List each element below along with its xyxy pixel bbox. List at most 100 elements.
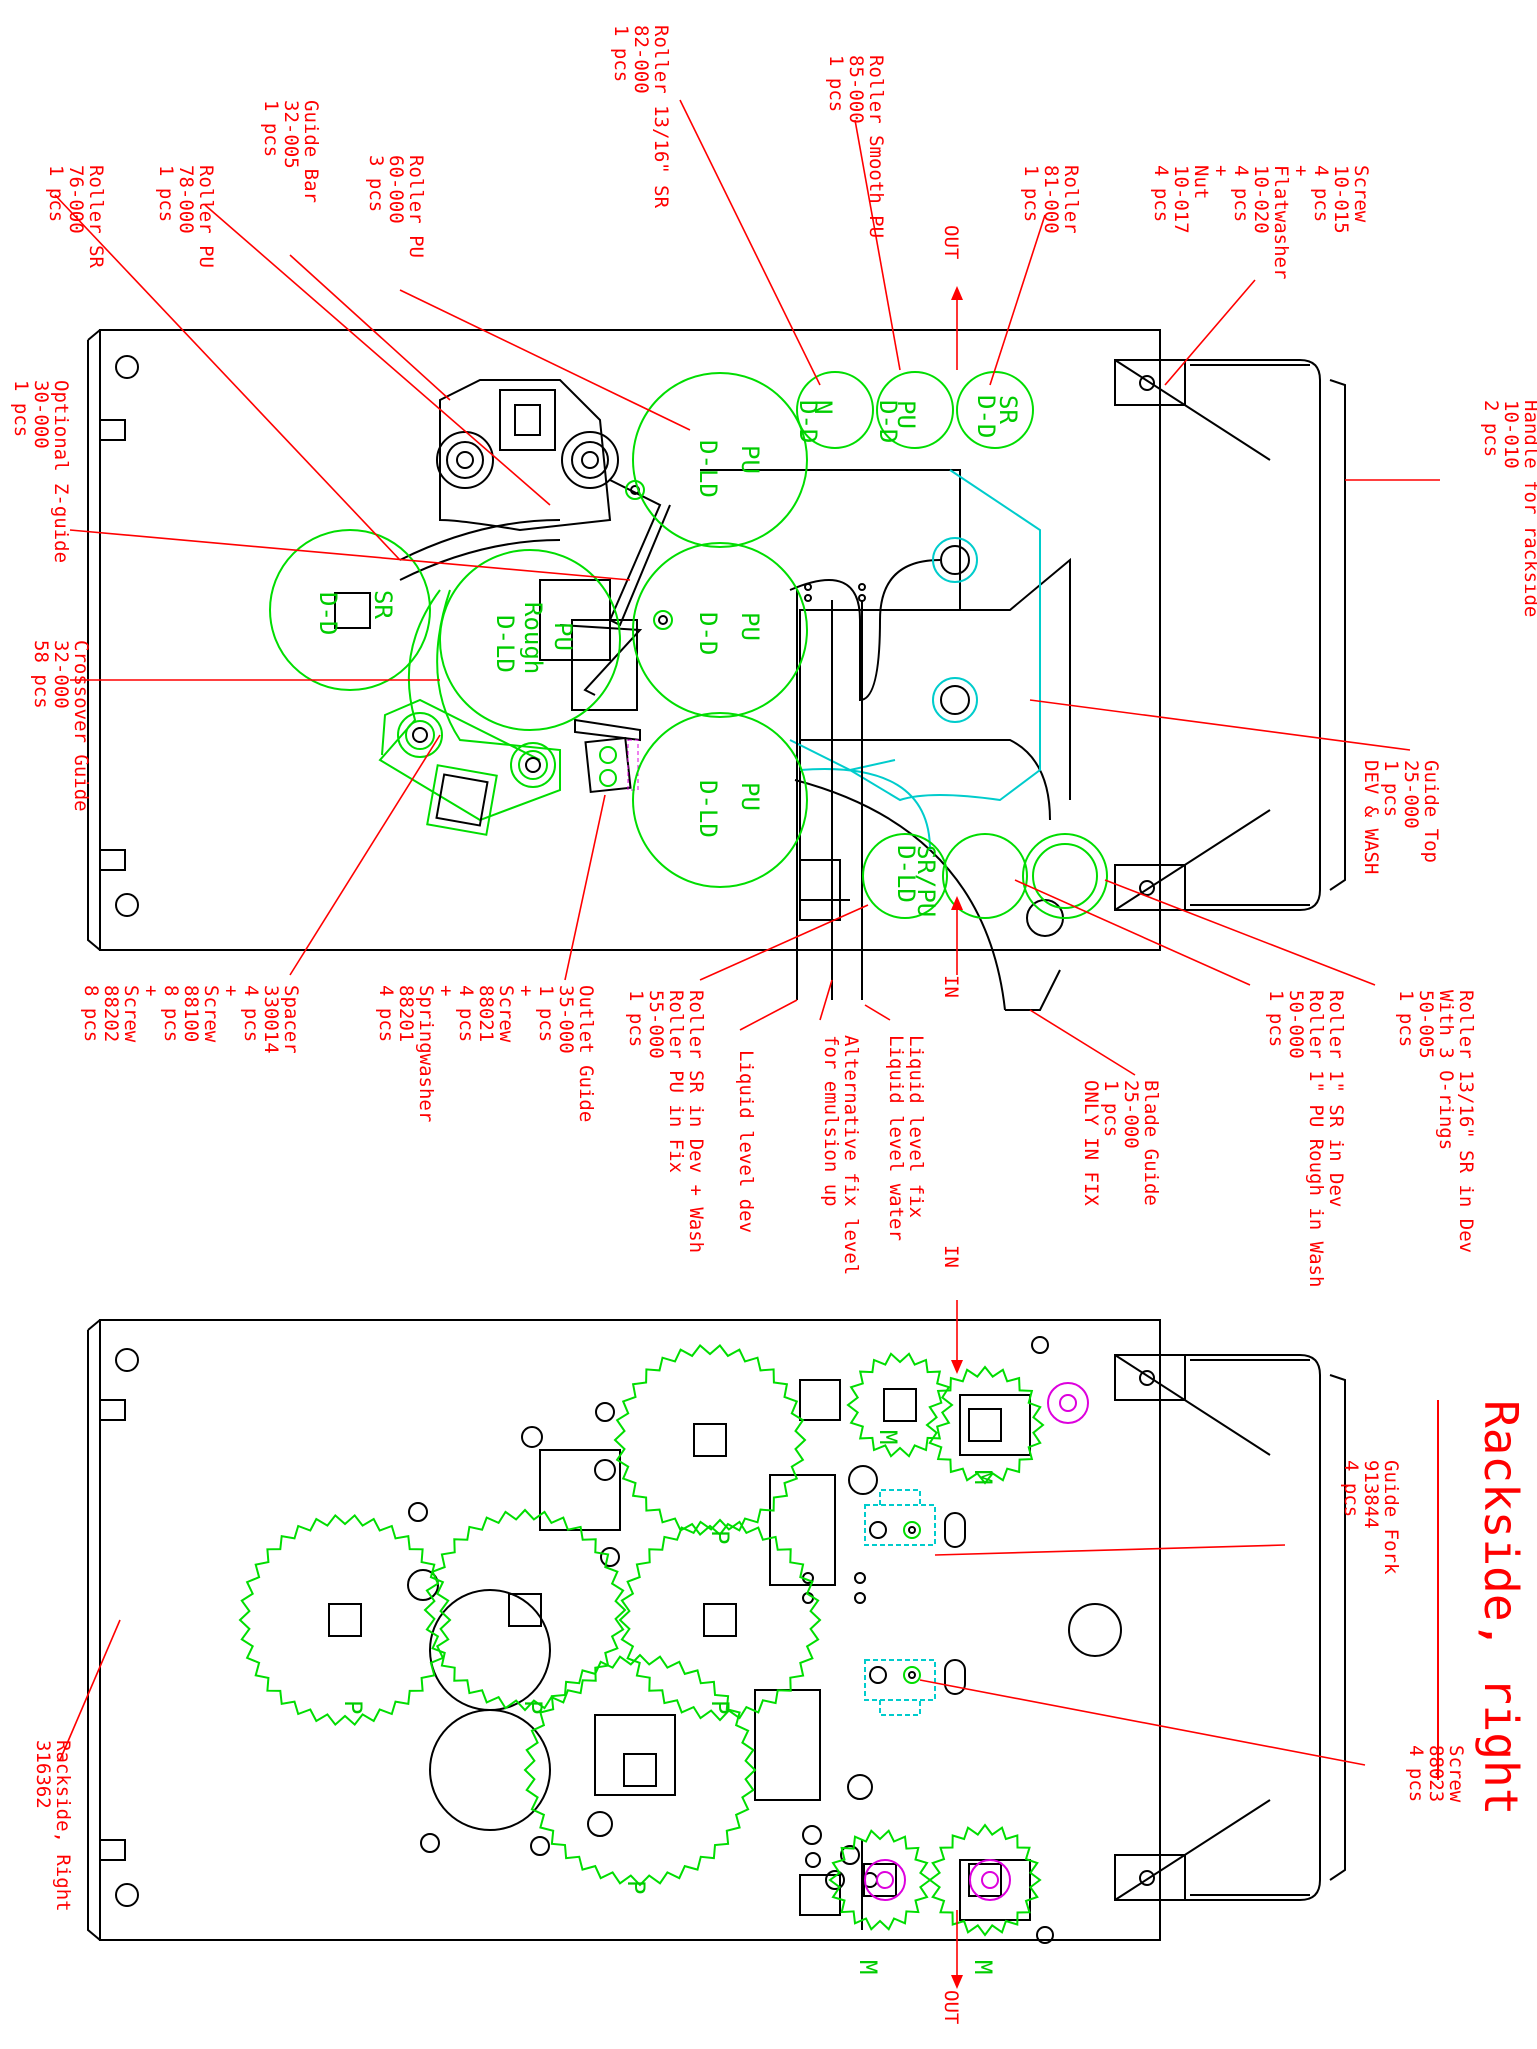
svg-text:SR: SR bbox=[369, 590, 397, 619]
callout-liquid-dev: Liquid level dev bbox=[735, 1050, 757, 1233]
guide-forks bbox=[864, 1489, 966, 1716]
svg-text:1 pcs: 1 pcs bbox=[260, 100, 282, 157]
svg-text:D-D: D-D bbox=[794, 400, 822, 443]
svg-text:Handle for rackside: Handle for rackside bbox=[1520, 400, 1537, 617]
svg-text:Roller PU in Fix: Roller PU in Fix bbox=[665, 990, 687, 1173]
svg-text:1 pcs: 1 pcs bbox=[1380, 760, 1402, 817]
svg-text:1 pcs: 1 pcs bbox=[825, 55, 847, 112]
svg-text:Roller Smooth PU: Roller Smooth PU bbox=[865, 55, 887, 238]
svg-text:Crossover Guide: Crossover Guide bbox=[70, 640, 92, 812]
gear-p-5-hub bbox=[623, 1753, 657, 1787]
gear-label-p-1: P bbox=[706, 1530, 734, 1544]
handle-upper bbox=[1114, 359, 1346, 911]
gear-m-1-hub bbox=[883, 1388, 917, 1422]
guide-top-frame bbox=[539, 469, 1071, 1011]
svg-text:10-020: 10-020 bbox=[1250, 165, 1272, 234]
gear-label-m-1: M bbox=[874, 1430, 902, 1444]
fastener-1 bbox=[1047, 1382, 1089, 1424]
svg-text:PU: PU bbox=[736, 445, 764, 474]
svg-text:78-000: 78-000 bbox=[175, 165, 197, 234]
svg-text:Spacer: Spacer bbox=[280, 985, 302, 1054]
svg-text:55-000: 55-000 bbox=[645, 990, 667, 1059]
svg-text:Nut: Nut bbox=[1190, 165, 1212, 199]
svg-text:DEV & WASH: DEV & WASH bbox=[1360, 760, 1382, 874]
gear-p-3-hub bbox=[508, 1593, 542, 1627]
gear-label-p-4: P bbox=[339, 1700, 367, 1714]
svg-text:76-000: 76-000 bbox=[65, 165, 87, 234]
svg-text:Rackside, Right: Rackside, Right bbox=[52, 1740, 74, 1912]
svg-text:1 pcs: 1 pcs bbox=[625, 990, 647, 1047]
gear-p-3 bbox=[423, 1508, 627, 1712]
svg-text:D-LD: D-LD bbox=[491, 615, 519, 673]
lower-holes bbox=[407, 1336, 1122, 1944]
flow-in-bottom: IN bbox=[940, 1245, 963, 1374]
svg-text:88021: 88021 bbox=[475, 985, 497, 1042]
svg-text:for emulsion up: for emulsion up bbox=[820, 1035, 842, 1207]
svg-text:316362: 316362 bbox=[32, 1740, 54, 1809]
roller-label-pu-mid: PU D-D bbox=[694, 612, 764, 655]
lower-plate bbox=[87, 1319, 1161, 1941]
svg-text:1 pcs: 1 pcs bbox=[1100, 1080, 1122, 1137]
svg-text:Roller 13/16" SR: Roller 13/16" SR bbox=[650, 25, 672, 209]
svg-text:Liquid level dev: Liquid level dev bbox=[735, 1050, 757, 1233]
svg-text:25-000: 25-000 bbox=[1400, 760, 1422, 829]
svg-text:Alternative fix level: Alternative fix level bbox=[840, 1035, 862, 1275]
gear-p-5 bbox=[523, 1653, 757, 1887]
svg-text:1 pcs: 1 pcs bbox=[10, 380, 32, 437]
svg-text:Roller PU: Roller PU bbox=[195, 165, 217, 268]
gear-label-p-2: P bbox=[706, 1700, 734, 1714]
z-guide bbox=[559, 479, 673, 696]
gear-p-2-hub bbox=[703, 1603, 737, 1637]
svg-text:913844: 913844 bbox=[1360, 1460, 1382, 1529]
svg-text:+: + bbox=[220, 985, 242, 996]
svg-text:Flatwasher: Flatwasher bbox=[1270, 165, 1292, 279]
lower-gears bbox=[238, 1344, 1089, 1937]
svg-text:Roller SR: Roller SR bbox=[85, 165, 107, 269]
svg-text:With 3 O-rings: With 3 O-rings bbox=[1435, 990, 1457, 1150]
svg-text:10-015: 10-015 bbox=[1330, 165, 1352, 234]
roller-label-sr-big: SR D-D bbox=[314, 590, 397, 635]
svg-text:PU: PU bbox=[736, 782, 764, 811]
svg-text:OUT: OUT bbox=[940, 225, 962, 259]
roller-label-sr-small: SR D-D bbox=[972, 395, 1022, 438]
fastener-3-inner bbox=[981, 1871, 999, 1889]
gear-label-m-3: M bbox=[854, 1960, 882, 1974]
svg-text:58 pcs: 58 pcs bbox=[30, 640, 52, 709]
fastener-2 bbox=[864, 1859, 906, 1901]
svg-text:1 pcs: 1 pcs bbox=[535, 985, 557, 1042]
svg-text:4 pcs: 4 pcs bbox=[1340, 1460, 1362, 1517]
svg-text:Roller PU: Roller PU bbox=[405, 155, 427, 258]
gear-m-4 bbox=[928, 1823, 1042, 1937]
fastener-1-inner bbox=[1059, 1394, 1077, 1412]
crossover-guide bbox=[378, 589, 561, 836]
svg-text:32-000: 32-000 bbox=[50, 640, 72, 709]
fastener-3 bbox=[969, 1859, 1011, 1901]
svg-text:82-000: 82-000 bbox=[630, 25, 652, 94]
roller-label-sr-pu: SR/PU D-LD bbox=[892, 845, 940, 917]
svg-text:+: + bbox=[435, 985, 457, 996]
liquid-level-lines bbox=[796, 583, 866, 1000]
leader-lines bbox=[54, 99, 1440, 1766]
svg-text:8 pcs: 8 pcs bbox=[160, 985, 182, 1042]
svg-text:Optional Z-guide: Optional Z-guide bbox=[50, 380, 72, 563]
roller-label-pu-low: PU D-LD bbox=[694, 780, 764, 838]
gear-p-1-hub bbox=[693, 1423, 727, 1457]
svg-text:4 pcs: 4 pcs bbox=[375, 985, 397, 1042]
svg-text:PU: PU bbox=[549, 622, 577, 651]
svg-text:88023: 88023 bbox=[1425, 1745, 1447, 1802]
svg-text:1 pcs: 1 pcs bbox=[1020, 165, 1042, 222]
upper-plate bbox=[87, 329, 1161, 951]
svg-text:Liquid level water: Liquid level water bbox=[885, 1035, 907, 1241]
svg-text:1 pcs: 1 pcs bbox=[45, 165, 67, 222]
